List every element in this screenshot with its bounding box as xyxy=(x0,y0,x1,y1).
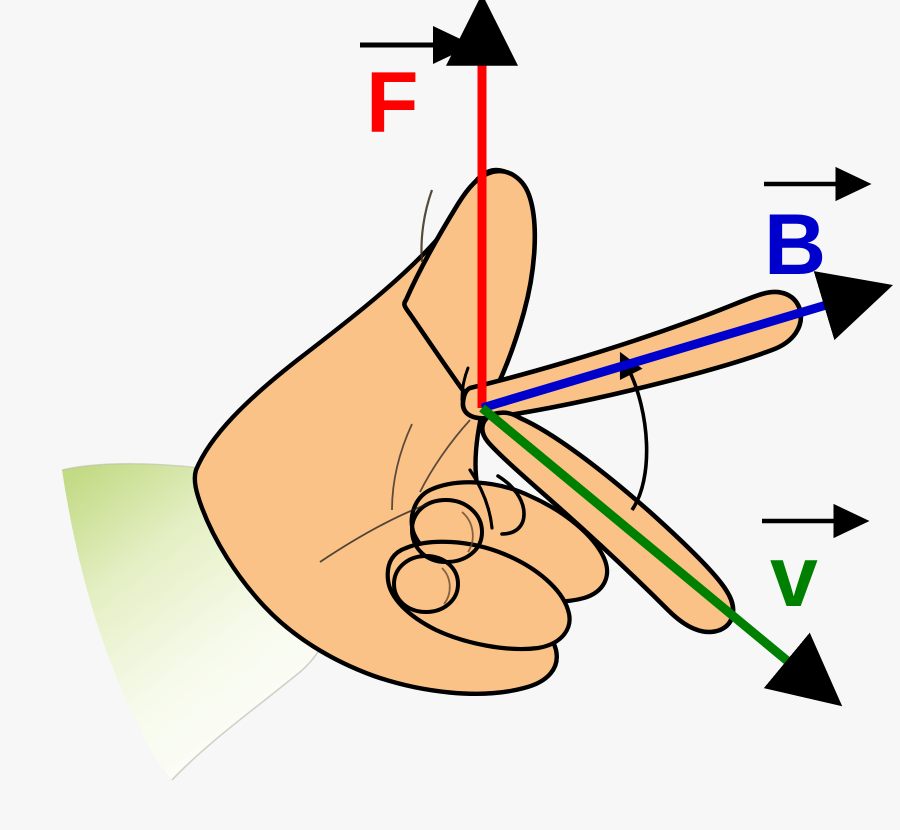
magnetic-field-vector xyxy=(480,271,894,413)
magnetic-field-vector-label: B xyxy=(764,197,826,293)
velocity-vector-label: v xyxy=(770,529,818,625)
palm-creases xyxy=(319,419,471,563)
middle-finger xyxy=(480,410,736,635)
folded-fingers xyxy=(385,468,610,652)
velocity-vector xyxy=(479,404,843,707)
angle-arc-icon xyxy=(619,351,649,512)
force-vector-label: F xyxy=(366,55,419,151)
